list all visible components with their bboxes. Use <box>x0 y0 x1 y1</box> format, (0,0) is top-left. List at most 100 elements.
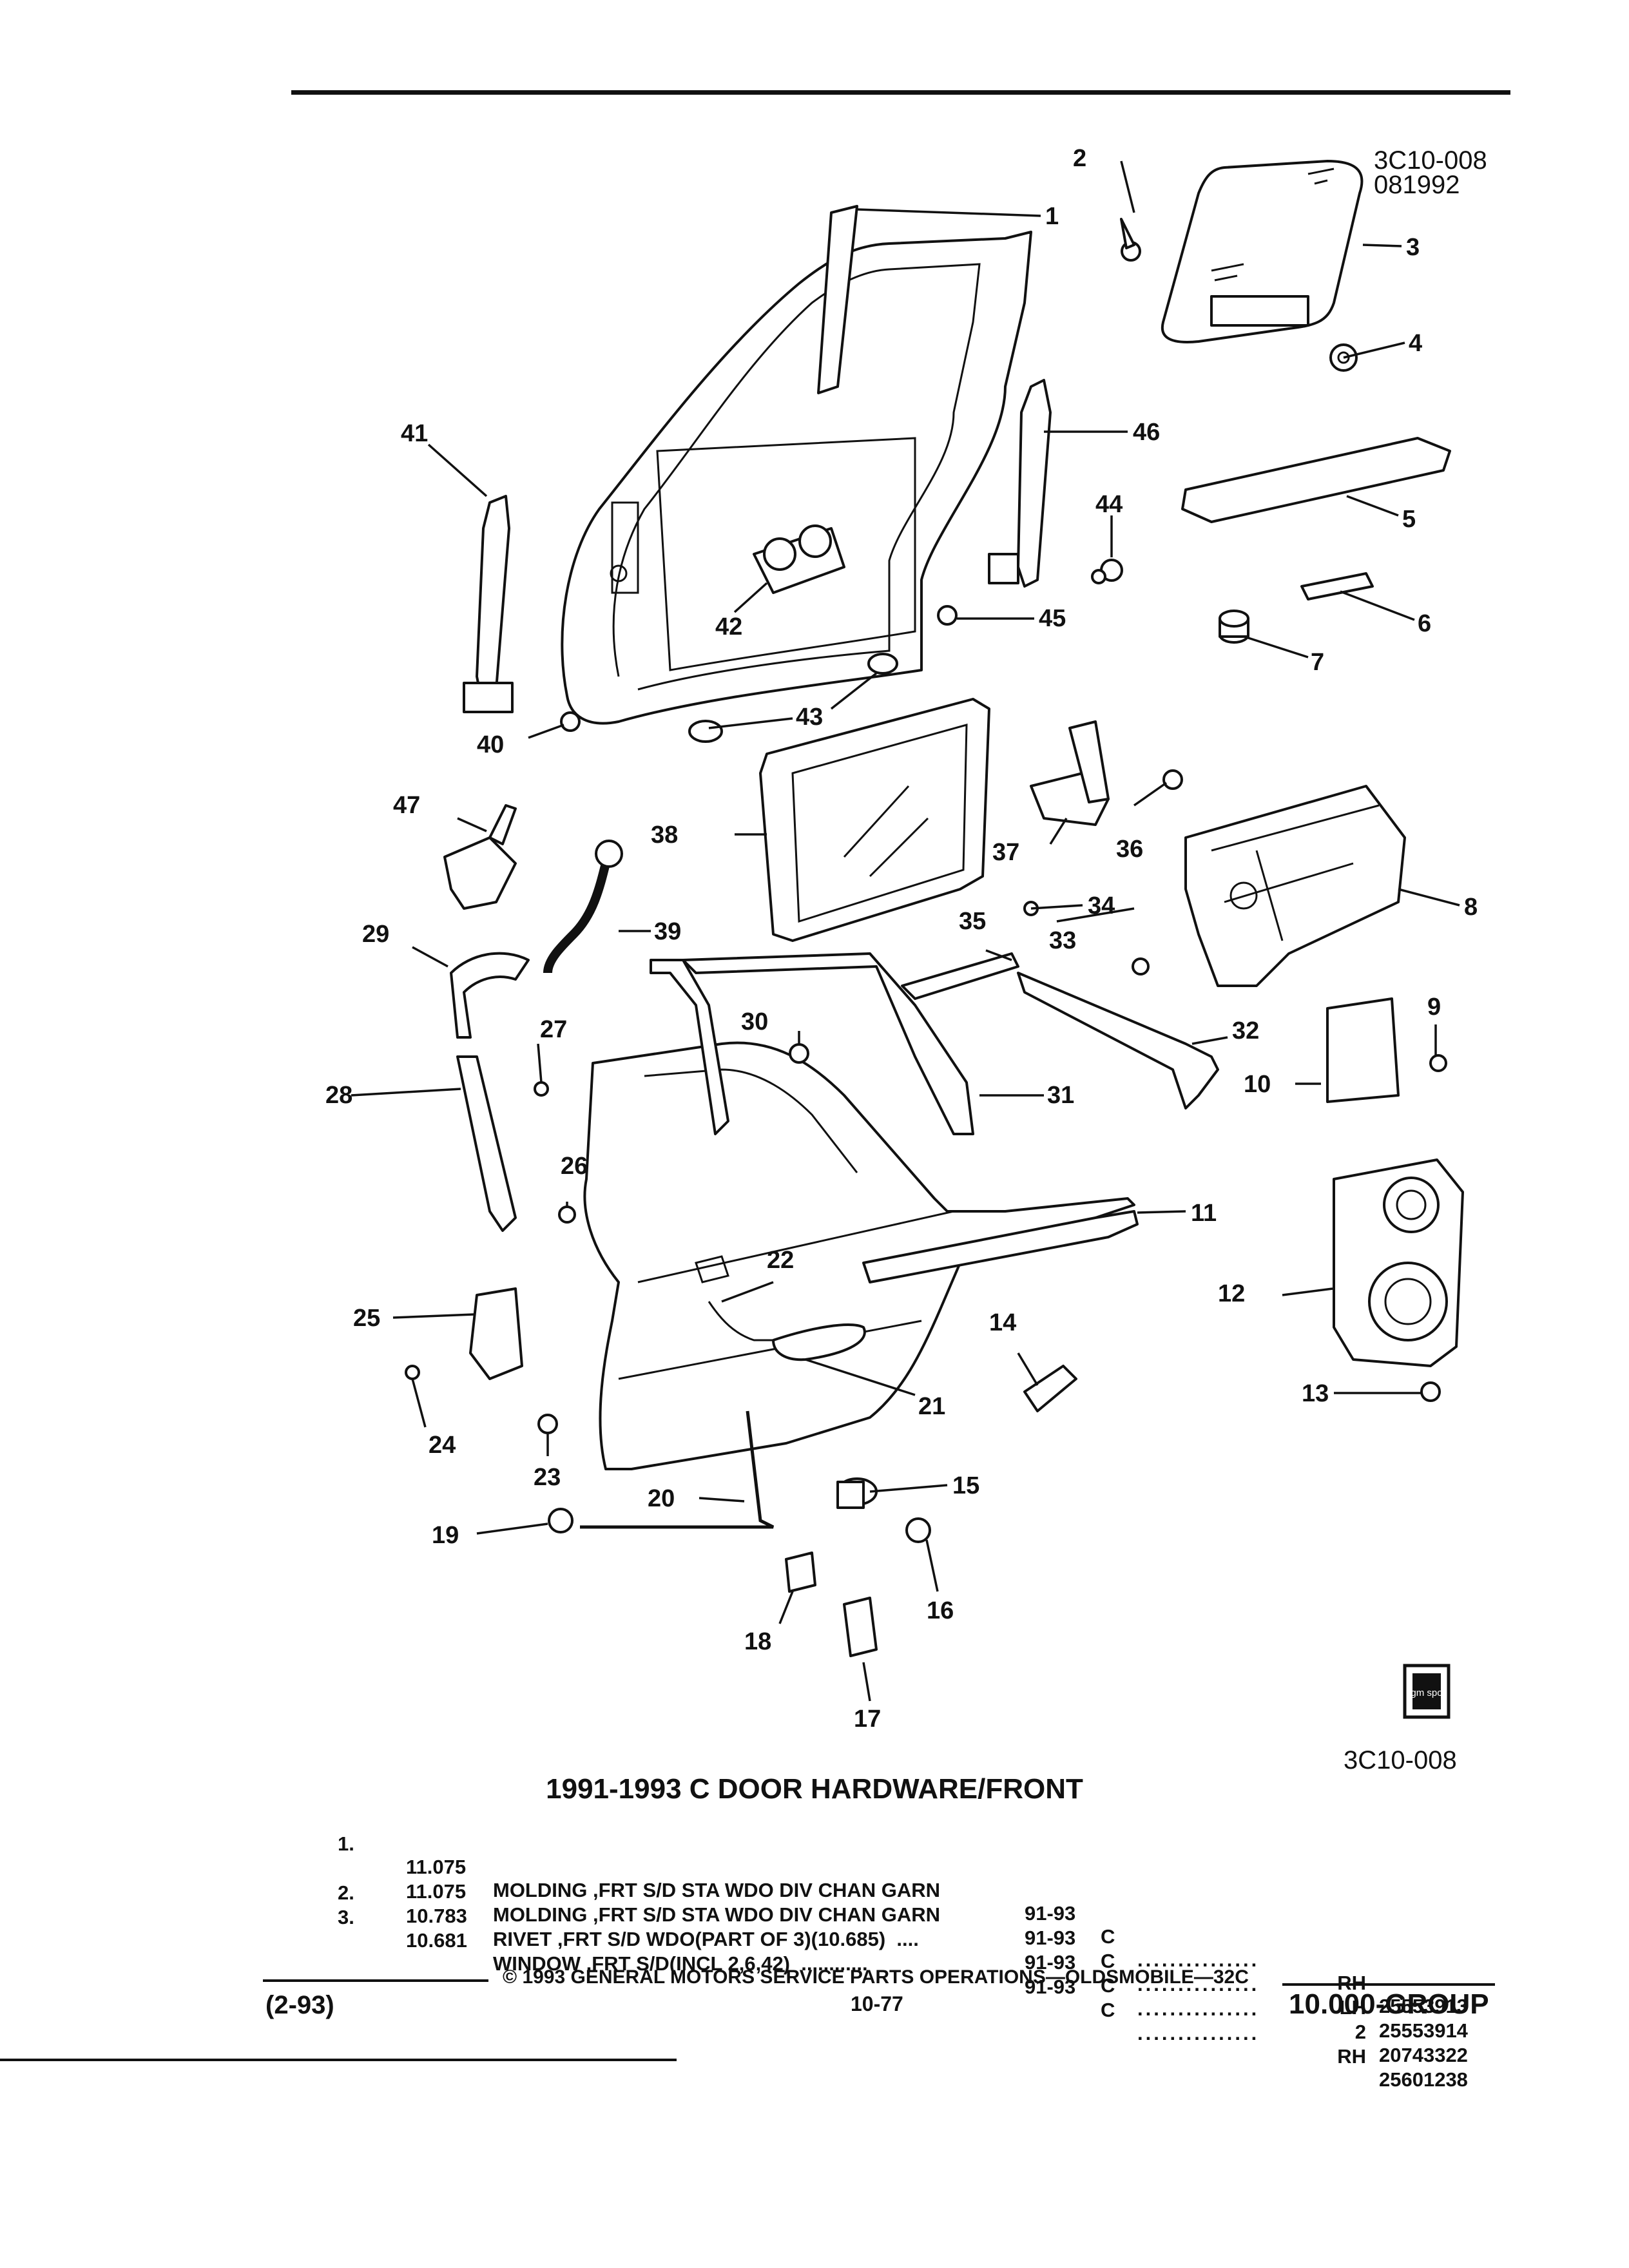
lower-door-shell <box>583 1041 1135 1470</box>
part-42-plate <box>753 524 845 594</box>
part-10-panel <box>1326 997 1400 1103</box>
callout-8: 8 <box>1464 894 1478 921</box>
part-15-cylinder <box>836 1477 878 1509</box>
callout-34: 34 <box>1088 892 1115 919</box>
callout-28: 28 <box>325 1082 352 1109</box>
leader-lines <box>351 160 1460 1702</box>
callout-40: 40 <box>477 731 504 758</box>
callout-27: 27 <box>540 1016 567 1043</box>
part-32-strip <box>1017 972 1219 1110</box>
callout-44: 44 <box>1095 491 1123 518</box>
part-29-trim <box>450 952 530 1039</box>
callout-37: 37 <box>992 839 1019 866</box>
callout-22: 22 <box>767 1247 794 1274</box>
callout-12: 12 <box>1218 1280 1245 1307</box>
page-number: 10-77 <box>851 1992 903 2015</box>
callout-41: 41 <box>401 420 428 447</box>
part-30-screw <box>789 1043 809 1064</box>
callout-13: 13 <box>1302 1380 1329 1407</box>
parts-row: 3. 10.681 WINDOW ,FRT S/D(INCL 2,6,42) .… <box>338 1906 1468 2091</box>
copyright: © 1993 GENERAL MOTORS SERVICE PARTS OPER… <box>503 1966 1249 1988</box>
part-8-regulator <box>1184 785 1406 987</box>
part-43-grommets <box>688 653 898 743</box>
parts-row: 1. 11.075 MOLDING ,FRT S/D STA WDO DIV C… <box>338 1832 1468 2017</box>
part-21-handle <box>772 1323 866 1361</box>
part-36-screw <box>1162 769 1183 790</box>
callout-2: 2 <box>1073 145 1086 172</box>
callout-6: 6 <box>1418 610 1431 637</box>
part-27-screw <box>534 1081 549 1097</box>
part-46-bracket <box>988 553 1019 584</box>
bottom-rule <box>0 2059 677 2061</box>
callout-18: 18 <box>744 1628 771 1655</box>
part-39-connector <box>595 840 623 868</box>
part-17-retainer <box>843 1597 878 1657</box>
callout-31: 31 <box>1047 1082 1074 1109</box>
callout-1: 1 <box>1045 203 1059 230</box>
callout-33: 33 <box>1049 927 1076 954</box>
ref-code-top: 3C10-008 <box>1374 146 1487 175</box>
part-23-screw <box>537 1414 558 1434</box>
callout-19: 19 <box>432 1522 459 1549</box>
callout-45: 45 <box>1039 605 1066 632</box>
callout-9: 9 <box>1427 994 1441 1021</box>
callout-23: 23 <box>534 1464 561 1491</box>
part-19-clip <box>548 1508 574 1533</box>
footer-rule-left <box>263 1979 488 1982</box>
callout-11: 11 <box>1191 1200 1217 1227</box>
callout-38: 38 <box>651 822 678 849</box>
part-45-screw <box>937 605 958 626</box>
callout-16: 16 <box>927 1597 954 1624</box>
callout-26: 26 <box>561 1153 588 1180</box>
callout-21: 21 <box>918 1393 945 1420</box>
callout-17: 17 <box>854 1706 881 1733</box>
callout-30: 30 <box>741 1008 768 1035</box>
upper-door-shell <box>561 205 1032 725</box>
callout-7: 7 <box>1311 649 1324 676</box>
callout-3: 3 <box>1406 234 1420 261</box>
part-25-latch <box>469 1287 523 1380</box>
callout-4: 4 <box>1409 330 1422 357</box>
part-16-washer <box>905 1517 931 1543</box>
logo-text: gm spo <box>1411 1687 1442 1698</box>
page-title: 1991-1993 C DOOR HARDWARE/FRONT <box>546 1773 1083 1805</box>
part-5-channel <box>1181 437 1451 523</box>
part-41-channel <box>463 495 514 713</box>
callout-14: 14 <box>989 1309 1016 1336</box>
callout-24: 24 <box>429 1432 456 1459</box>
callout-20: 20 <box>648 1485 675 1512</box>
footer-rule-right <box>1282 1983 1495 1986</box>
part-11-weatherstrip <box>862 1210 1139 1283</box>
parts-row: 2. 10.783 RIVET ,FRT S/D WDO(PART OF 3)(… <box>338 1881 1468 2066</box>
callout-46: 46 <box>1133 419 1160 446</box>
part-44-fastener <box>1091 559 1123 584</box>
part-39-harness <box>543 862 610 974</box>
callout-36: 36 <box>1116 836 1143 863</box>
part-12-speaker <box>1333 1158 1464 1367</box>
part-47-switch <box>443 804 517 910</box>
part-3-window <box>1161 160 1364 343</box>
part-22-rod <box>708 1301 805 1341</box>
revision-date: (2-93) <box>265 1991 334 2019</box>
callout-47: 47 <box>393 792 420 819</box>
part-40-screw <box>560 711 581 732</box>
part-26-screw <box>558 1206 576 1224</box>
callout-25: 25 <box>353 1305 380 1332</box>
callout-labels: 1 2 3 4 5 6 7 8 9 10 11 12 13 14 15 16 1… <box>325 145 1478 1733</box>
callout-43: 43 <box>796 704 823 731</box>
top-rule <box>291 90 1510 95</box>
callout-35: 35 <box>959 908 986 935</box>
part-28-channel <box>456 1055 517 1232</box>
part-7-bumper <box>1219 610 1249 644</box>
ref-date-top: 081992 <box>1374 171 1460 199</box>
callout-39: 39 <box>654 918 681 945</box>
part-20-rod <box>580 1410 775 1529</box>
callout-10: 10 <box>1244 1071 1271 1098</box>
part-13-screw <box>1420 1381 1441 1402</box>
group-number: 10.000-GROUP <box>1289 1988 1489 2020</box>
ref-code-bottom: 3C10-008 <box>1344 1746 1457 1774</box>
parts-row: 11.075 MOLDING ,FRT S/D STA WDO DIV CHAN… <box>406 1880 1468 2042</box>
part-2-rivet <box>1120 218 1141 262</box>
part-6-bracket <box>1300 572 1374 601</box>
